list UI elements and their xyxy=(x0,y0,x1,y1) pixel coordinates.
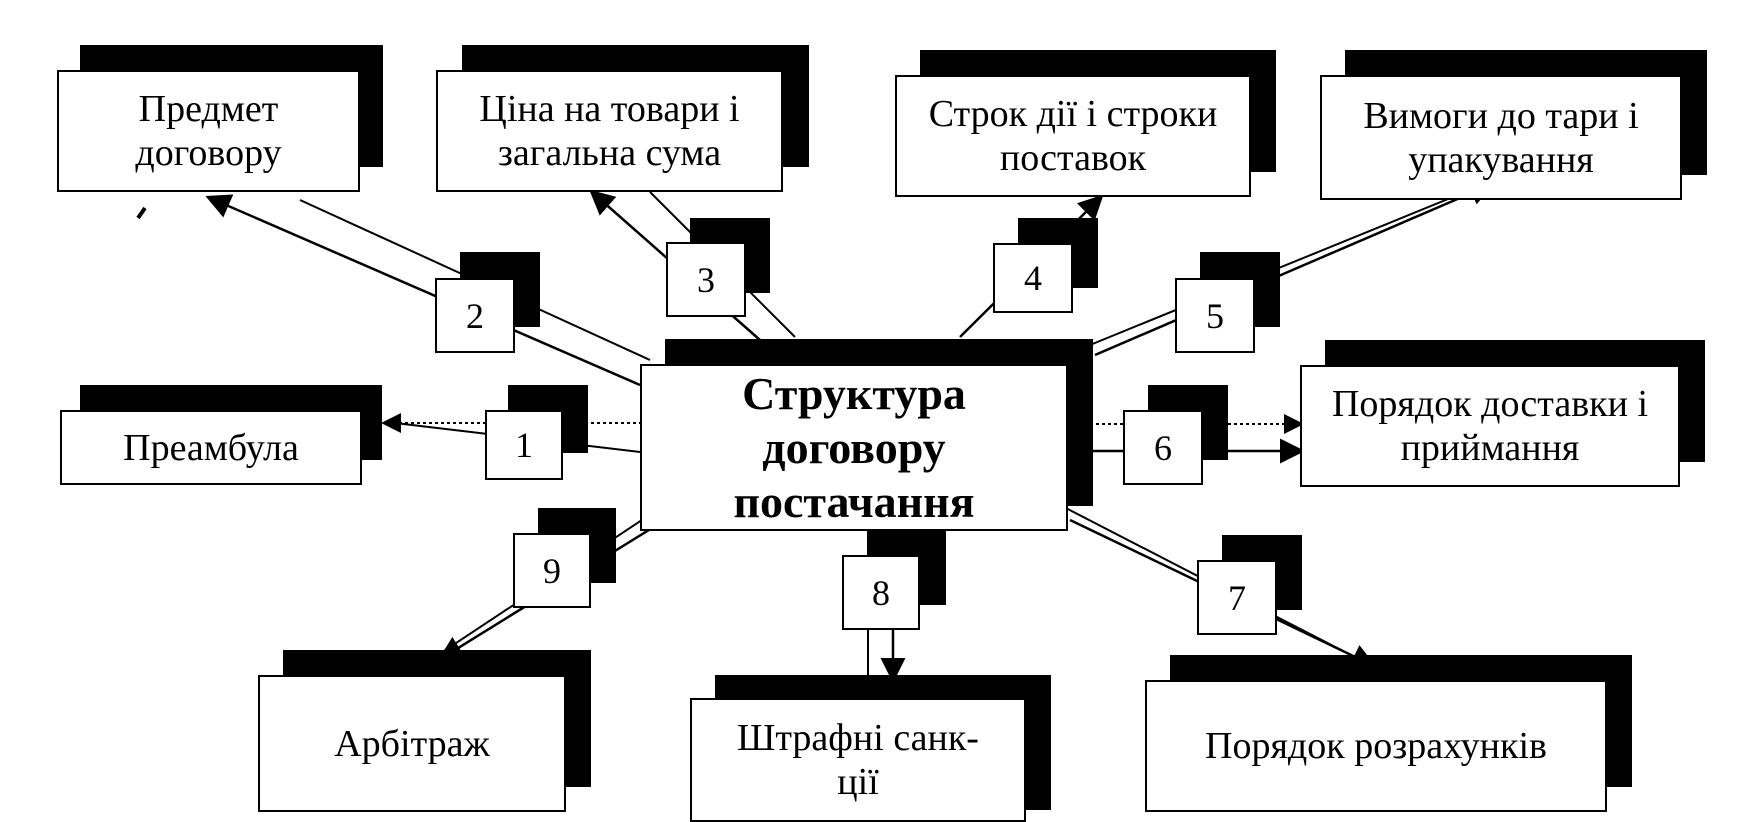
item-4-line-2: поставок xyxy=(999,137,1147,179)
item-3-line-1: Ціна на товари і xyxy=(479,88,740,130)
item-box-2: Предмет договору xyxy=(57,70,360,192)
item-6-line-2: приймання xyxy=(1400,427,1580,469)
number-5: 5 xyxy=(1206,295,1224,336)
number-7: 7 xyxy=(1228,577,1246,618)
item-box-6: Порядок доставки і приймання xyxy=(1300,365,1680,487)
item-box-3: Ціна на товари і загальна сума xyxy=(436,70,783,192)
item-6-line-1: Порядок доставки і xyxy=(1331,383,1649,425)
center-line-1: Структура xyxy=(742,367,966,419)
item-box-1: Преамбула xyxy=(60,410,362,485)
number-box-1: 1 xyxy=(485,410,563,480)
connector-line-5 xyxy=(1089,187,1476,346)
item-5-line-2: упакування xyxy=(1408,138,1594,181)
item-8-line-2: ції xyxy=(837,761,879,803)
center-line-2: договору xyxy=(762,421,946,473)
connector-arrow-5 xyxy=(1094,181,1495,357)
item-box-9: Арбітраж xyxy=(258,675,566,812)
item-3-line-2: загальна сума xyxy=(497,132,722,174)
number-6: 6 xyxy=(1154,427,1172,468)
number-box-8: 8 xyxy=(842,555,920,630)
item-1-line-1: Преамбула xyxy=(123,426,299,469)
number-9: 9 xyxy=(543,550,561,591)
connector-arrow-2 xyxy=(205,194,641,387)
center-box: Структура договору постачання xyxy=(640,364,1068,531)
number-4: 4 xyxy=(1024,258,1042,298)
number-box-7: 7 xyxy=(1197,560,1277,635)
item-4-line-1: Строк дії і строки xyxy=(928,93,1218,135)
number-8: 8 xyxy=(872,572,890,613)
stray-mark xyxy=(136,206,147,220)
number-box-2: 2 xyxy=(435,278,515,353)
number-box-3: 3 xyxy=(666,242,746,317)
item-5-line-1: Вимоги до тари і xyxy=(1363,94,1639,137)
number-box-4: 4 xyxy=(993,243,1073,313)
number-box-6: 6 xyxy=(1123,410,1203,485)
item-2-line-1: Предмет xyxy=(138,88,279,130)
number-box-5: 5 xyxy=(1175,278,1255,353)
number-1: 1 xyxy=(515,425,533,465)
center-line-3: постачання xyxy=(733,475,975,527)
item-box-5: Вимоги до тари і упакування xyxy=(1320,75,1682,200)
number-box-9: 9 xyxy=(513,533,591,608)
item-box-4: Строк дії і строки поставок xyxy=(895,75,1251,197)
number-3: 3 xyxy=(697,259,715,300)
item-7-line-1: Порядок розрахунків xyxy=(1205,725,1547,767)
item-box-7: Порядок розрахунків xyxy=(1145,680,1607,812)
item-2-line-2: договору xyxy=(135,132,282,174)
item-9-line-1: Арбітраж xyxy=(334,722,490,765)
number-2: 2 xyxy=(466,295,484,336)
item-8-line-1: Штрафні санк- xyxy=(737,717,979,759)
item-box-8: Штрафні санк- ції xyxy=(690,698,1026,822)
